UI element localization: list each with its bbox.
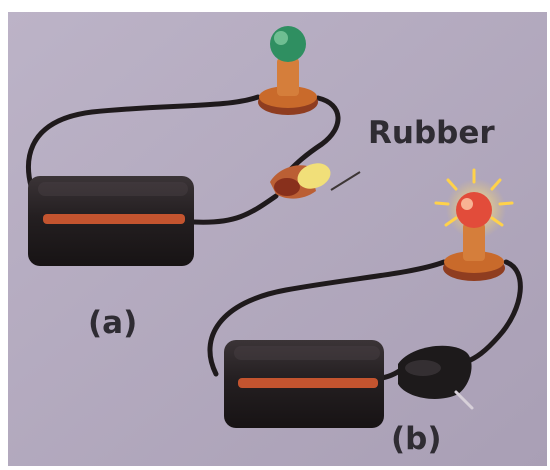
circuit-b: (b) xyxy=(207,168,523,457)
bulb-a-glass xyxy=(270,26,306,62)
black-switch-b xyxy=(398,345,474,410)
bulb-a-highlight xyxy=(274,31,288,45)
rubber-piece xyxy=(297,163,331,189)
wire-a-top-right xyxy=(287,95,341,173)
lit-bulb-icon xyxy=(434,168,514,281)
battery-a-highlight xyxy=(38,182,188,196)
ray-top-right xyxy=(490,178,502,191)
ray-top-left xyxy=(446,178,458,191)
unlit-bulb-icon xyxy=(258,26,318,115)
figure-a-label: (a) xyxy=(88,305,137,341)
switch-b-lead xyxy=(454,390,474,410)
bulb-b-glass xyxy=(456,192,492,228)
ray-bottom-left xyxy=(444,216,458,227)
wire-a-left xyxy=(26,94,261,213)
rubber-label: Rubber xyxy=(368,115,495,151)
battery-b-band xyxy=(238,378,378,388)
wire-a-bottom xyxy=(191,193,279,225)
battery-a-band xyxy=(43,214,185,224)
bulb-b-socket xyxy=(463,223,485,261)
ray-right xyxy=(498,201,514,206)
bulb-b-highlight xyxy=(461,198,473,210)
bulb-a-base xyxy=(259,86,317,108)
battery-cell-icon xyxy=(28,176,194,266)
figure-b-label: (b) xyxy=(391,421,442,457)
battery-cell-icon xyxy=(224,340,384,428)
wire-b-right xyxy=(463,259,523,365)
bulb-b-base xyxy=(444,251,504,273)
switch-b-highlight xyxy=(405,360,441,376)
bulb-a-socket xyxy=(277,58,299,96)
wire-b-left xyxy=(207,259,447,377)
circuit-a: Rubber (a) xyxy=(26,26,495,341)
rubber-pointer-line xyxy=(330,171,361,191)
rubber-switch-a xyxy=(270,163,331,199)
ray-bottom-right xyxy=(490,216,504,227)
bulb-b-rays xyxy=(434,168,514,227)
battery-b-highlight xyxy=(234,346,380,360)
ray-left xyxy=(434,201,450,206)
switch-a-shadow xyxy=(274,178,300,196)
